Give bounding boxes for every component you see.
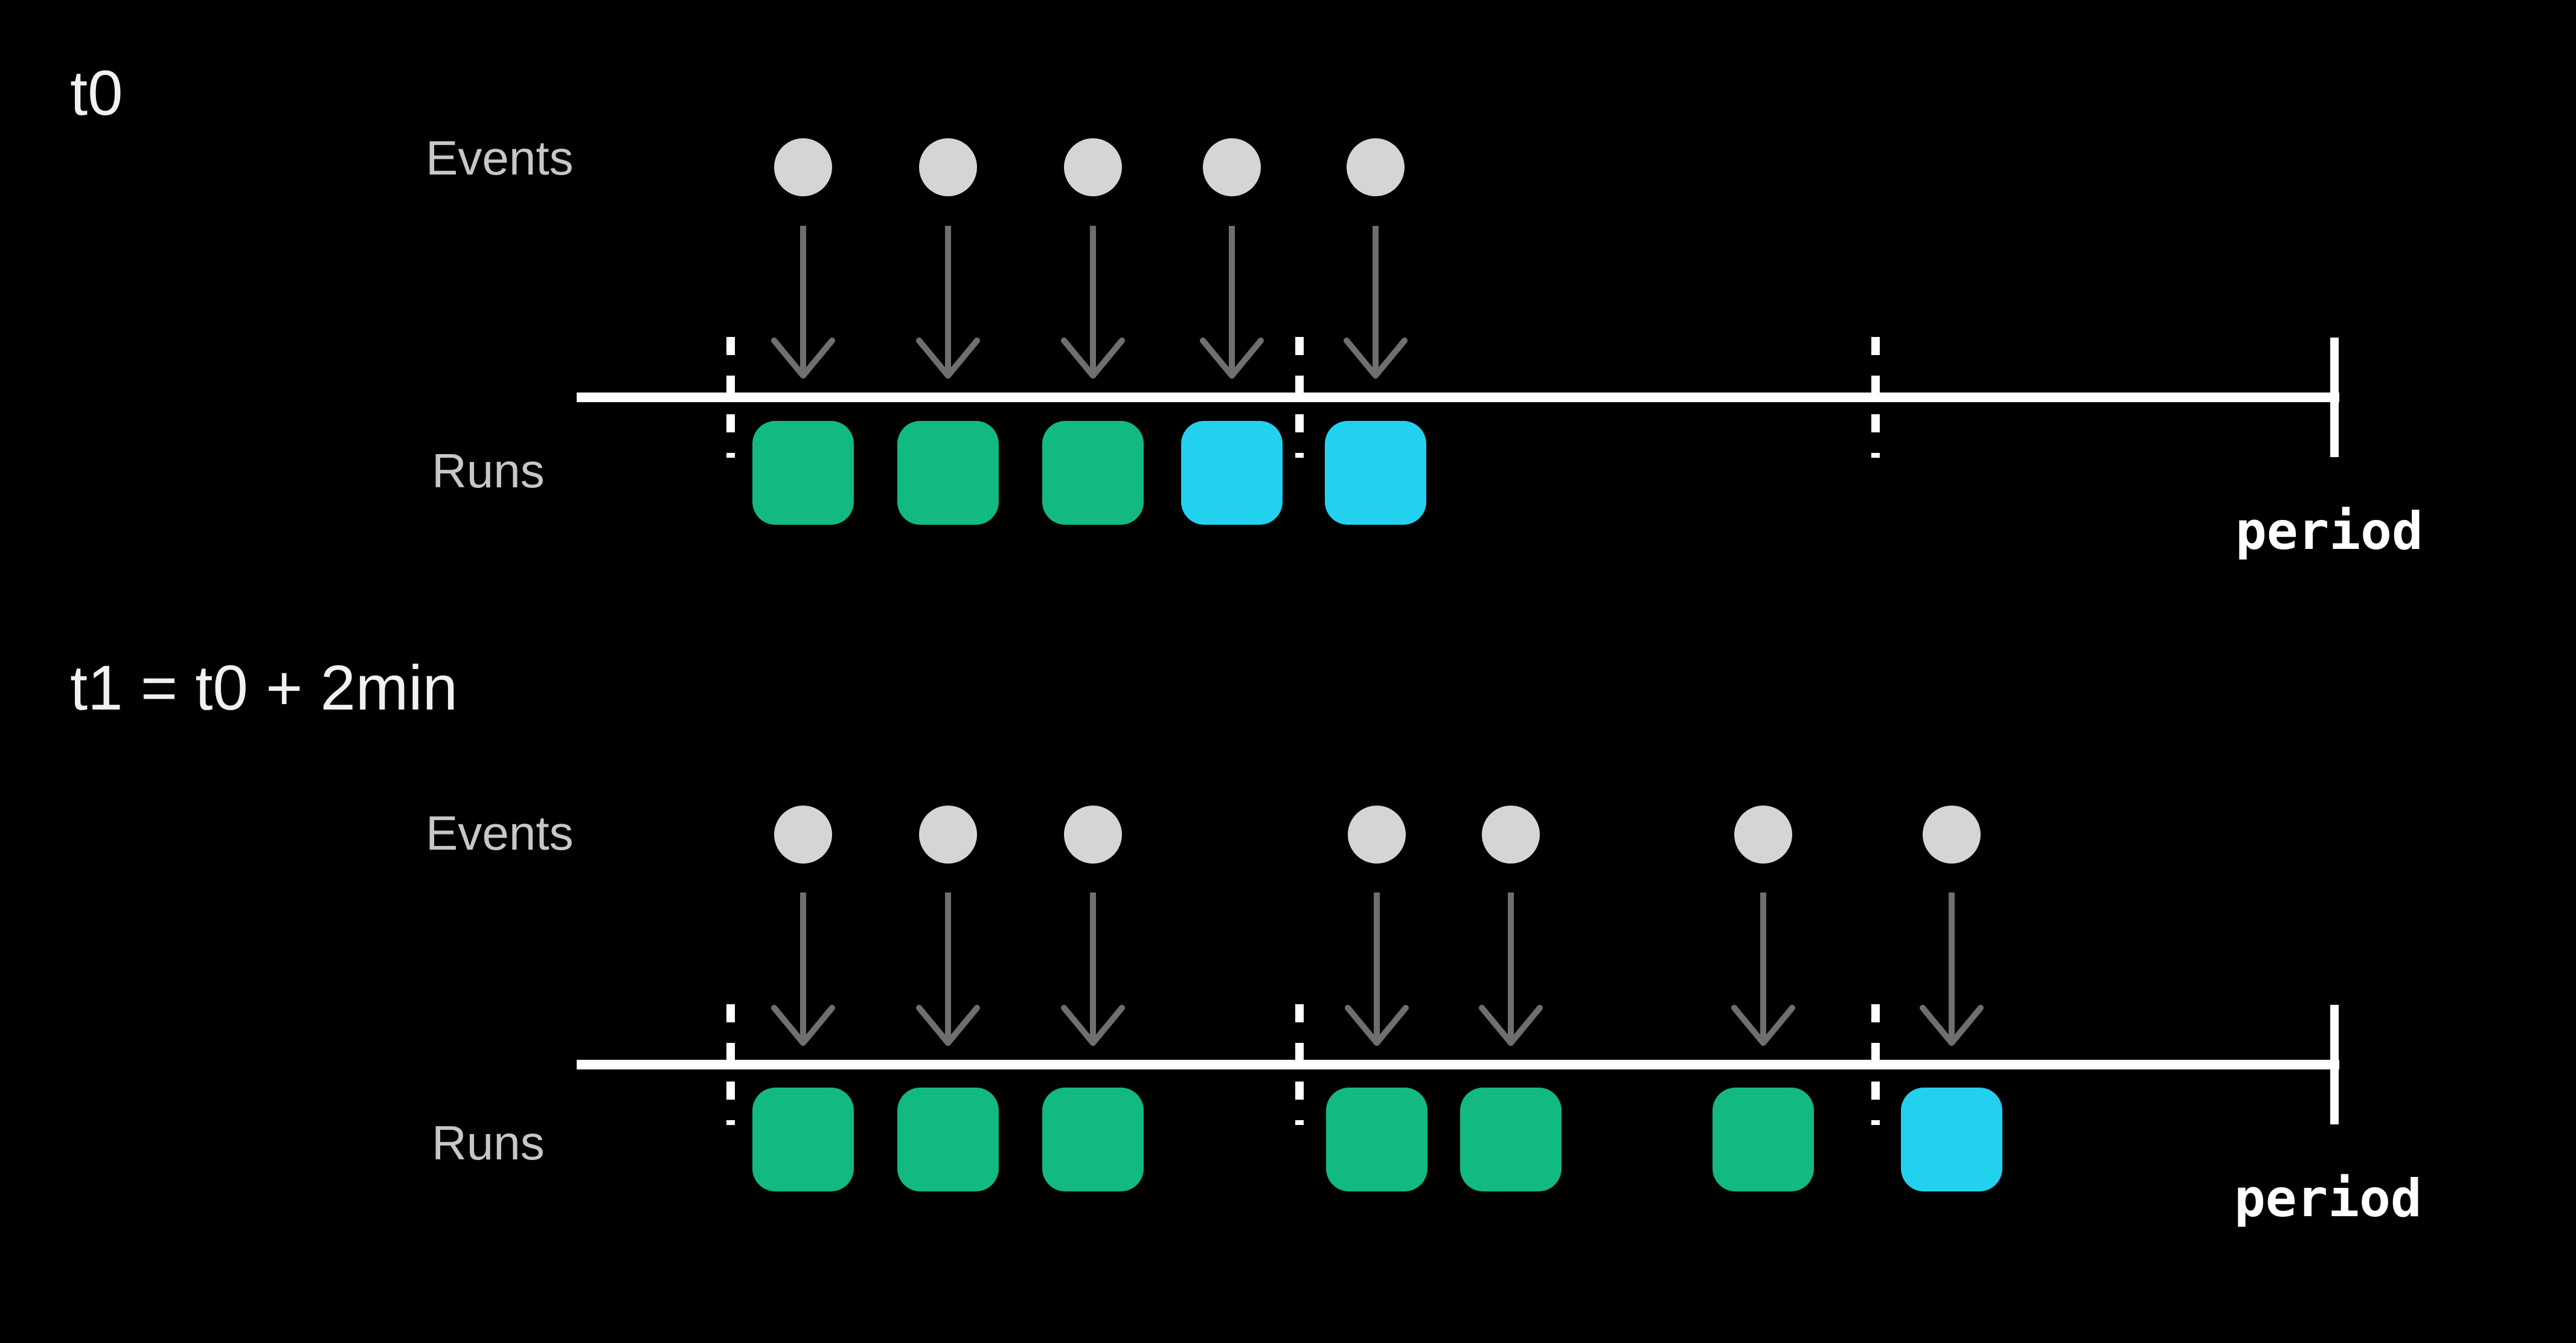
event-dot bbox=[1923, 806, 1981, 864]
run-block bbox=[1326, 1088, 1427, 1191]
event-dot bbox=[919, 806, 977, 864]
events-row-label: Events bbox=[426, 806, 574, 860]
period-boundary-tick bbox=[726, 1004, 735, 1125]
run-block bbox=[1460, 1088, 1562, 1191]
period-boundary-tick bbox=[1295, 1004, 1304, 1125]
event-dot bbox=[774, 806, 832, 864]
period-end-tick bbox=[2330, 338, 2339, 457]
arrow-down-icon bbox=[1731, 893, 1795, 1046]
timeline-axis bbox=[577, 393, 2339, 402]
arrow-down-icon bbox=[916, 893, 980, 1046]
event-dot bbox=[1203, 138, 1261, 196]
period-label: period bbox=[2234, 1168, 2422, 1229]
run-block bbox=[1901, 1088, 2002, 1191]
events-row-label: Events bbox=[426, 131, 574, 185]
event-dot bbox=[1482, 806, 1540, 864]
period-boundary-tick bbox=[1871, 1004, 1880, 1125]
period-boundary-tick bbox=[1871, 337, 1880, 458]
runs-row-label: Runs bbox=[432, 1116, 545, 1170]
run-block bbox=[752, 421, 854, 525]
event-dot bbox=[1734, 806, 1792, 864]
event-dot bbox=[774, 138, 832, 196]
run-block bbox=[752, 1088, 854, 1191]
arrow-down-icon bbox=[771, 893, 835, 1046]
period-end-tick bbox=[2330, 1005, 2339, 1124]
arrow-down-icon bbox=[1479, 893, 1543, 1046]
run-block bbox=[1325, 421, 1426, 525]
arrow-down-icon bbox=[1920, 893, 1984, 1046]
arrow-down-icon bbox=[1061, 226, 1125, 379]
arrow-down-icon bbox=[1345, 893, 1409, 1046]
event-dot bbox=[919, 138, 977, 196]
arrow-down-icon bbox=[771, 226, 835, 379]
run-block bbox=[897, 421, 999, 525]
run-block bbox=[1181, 421, 1283, 525]
event-dot bbox=[1348, 806, 1406, 864]
run-block bbox=[1713, 1088, 1814, 1191]
period-boundary-tick bbox=[1295, 337, 1304, 458]
run-block bbox=[1042, 421, 1144, 525]
run-block bbox=[897, 1088, 999, 1191]
runs-row-label: Runs bbox=[432, 444, 545, 498]
arrow-down-icon bbox=[1200, 226, 1264, 379]
period-label: period bbox=[2235, 501, 2423, 562]
run-block bbox=[1042, 1088, 1144, 1191]
event-dot bbox=[1064, 138, 1122, 196]
period-boundary-tick bbox=[726, 337, 735, 458]
section-title: t1 = t0 + 2min bbox=[70, 653, 458, 723]
timeline-axis bbox=[577, 1060, 2339, 1069]
event-dot bbox=[1064, 806, 1122, 864]
section-title: t0 bbox=[70, 58, 123, 129]
arrow-down-icon bbox=[1061, 893, 1125, 1046]
event-dot bbox=[1347, 138, 1405, 196]
arrow-down-icon bbox=[916, 226, 980, 379]
arrow-down-icon bbox=[1344, 226, 1408, 379]
